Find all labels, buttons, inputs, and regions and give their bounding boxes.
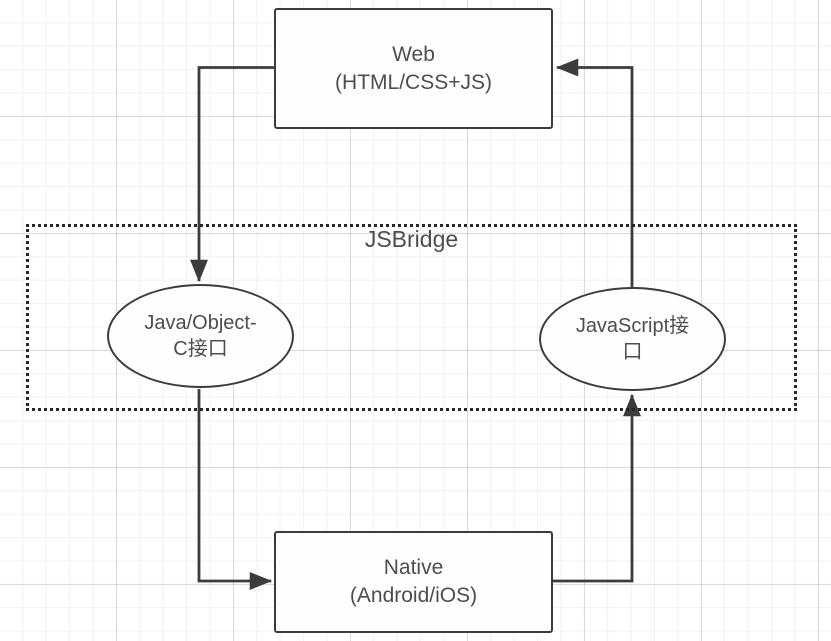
jsbridge-group-label: JSBridge (364, 226, 459, 252)
node-javascript-interface[interactable]: JavaScript接 口 (539, 287, 726, 391)
node-web[interactable]: Web (HTML/CSS+JS) (274, 8, 553, 129)
edge-java-to-native (197, 389, 273, 590)
node-java-object-c-interface[interactable]: Java/Object- C接口 (107, 284, 294, 388)
jsbridge-group-container (26, 224, 797, 411)
node-native[interactable]: Native (Android/iOS) (274, 531, 553, 633)
edge-native-to-js (553, 393, 641, 583)
